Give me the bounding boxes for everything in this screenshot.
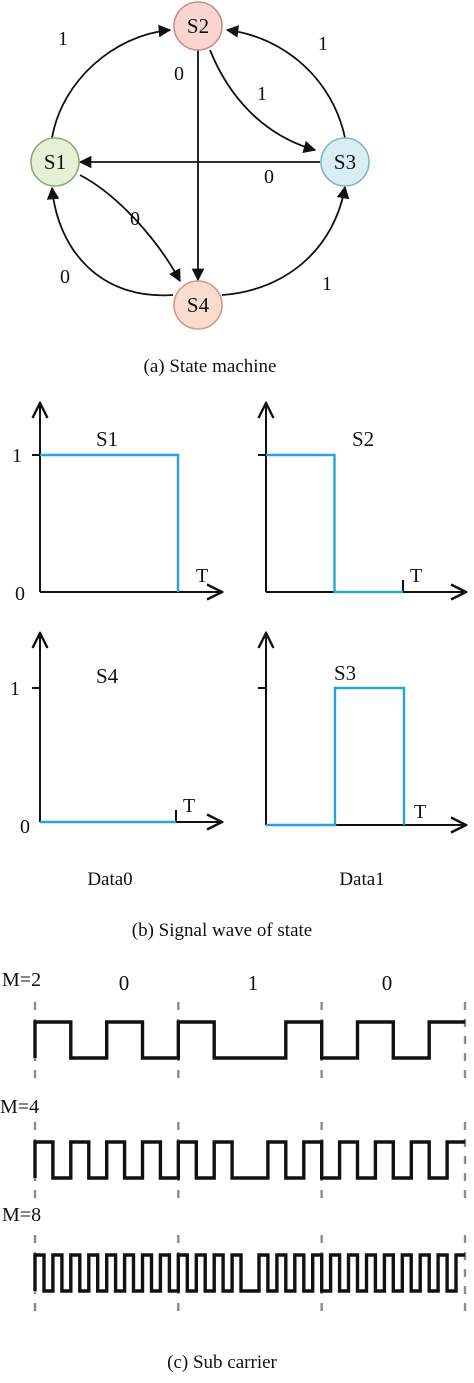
m-label-4: M=4	[0, 1096, 39, 1118]
state-s2: S2	[173, 1, 223, 51]
bit-label-2: 0	[382, 971, 393, 995]
caption-signal-wave: (b) Signal wave of state	[132, 920, 312, 941]
signal-waves: S1 1 0 T S2 T S4 1 0 T	[10, 403, 466, 941]
bit-boundaries	[33, 1002, 467, 1311]
edge-label-s1-s4: 0	[130, 208, 140, 230]
caption-state-machine: (a) State machine	[144, 356, 277, 377]
state-s4: S4	[173, 280, 223, 330]
t-label-s2: T	[410, 565, 422, 587]
edge-label-s4-s1: 0	[60, 266, 70, 288]
edge-s4-s1	[46, 186, 174, 297]
column-label-data1: Data1	[339, 869, 384, 890]
wave-panel-s4: S4 1 0 T	[10, 633, 222, 838]
m-label-8: M=8	[2, 1204, 41, 1226]
t-label-s4: T	[183, 795, 195, 817]
state-s3: S3	[320, 137, 370, 187]
edge-s4-s3	[221, 185, 350, 296]
carrier-wave-m4	[33, 1140, 465, 1180]
state-s1: S1	[30, 137, 80, 187]
y-tick-1-s4: 1	[10, 678, 20, 700]
wave-s2	[266, 453, 403, 594]
carrier-wave-m2	[33, 1020, 465, 1060]
caption-sub-carrier: (c) Sub carrier	[167, 1352, 277, 1373]
y-tick-1-s1: 1	[12, 445, 22, 467]
edge-s1-s2	[51, 24, 172, 139]
edge-label-s4-s3: 1	[322, 273, 332, 295]
svg-text:S2: S2	[187, 14, 209, 38]
y-tick-0-s1: 0	[15, 583, 25, 605]
y-tick-0-s4: 0	[20, 816, 30, 838]
edge-s2-s3	[209, 49, 317, 153]
wave-panel-s3: S3 T	[258, 633, 466, 825]
wave-s3	[266, 686, 406, 827]
bit-label-0: 0	[119, 971, 130, 995]
wave-s1	[40, 453, 180, 592]
column-label-data0: Data0	[87, 869, 132, 890]
edge-s3-s2	[225, 25, 346, 139]
svg-text:S4: S4	[187, 293, 210, 317]
svg-text:S3: S3	[334, 150, 356, 174]
t-label-s3: T	[414, 801, 426, 823]
wave-title-s4: S4	[96, 664, 119, 688]
svg-text:S1: S1	[44, 150, 66, 174]
wave-title-s1: S1	[96, 427, 118, 451]
edge-label-s3-s1: 0	[264, 166, 274, 188]
bit-label-1: 1	[248, 971, 259, 995]
wave-panel-s1: S1 1 0 T	[12, 403, 222, 605]
state-machine: 1 1 1 0 0 0 0 1 S1 S2 S3 S4 (a) State ma…	[30, 1, 370, 377]
sub-carrier: 0 1 0 M=2 M=4 M=8 (c) Sub carrier	[0, 969, 467, 1373]
carrier-wave-m8	[33, 1253, 465, 1293]
edge-s1-s4	[79, 174, 181, 283]
edge-label-s3-s2: 1	[318, 33, 328, 55]
edge-label-s1-s2: 1	[58, 28, 68, 50]
wave-panel-s2: S2 T	[258, 403, 466, 592]
edge-label-s2-s4: 0	[174, 63, 184, 85]
wave-title-s2: S2	[352, 427, 374, 451]
wave-title-s3: S3	[334, 661, 356, 685]
t-label-s1: T	[196, 565, 208, 587]
edge-label-s2-s3: 1	[257, 83, 267, 105]
m-label-2: M=2	[2, 969, 41, 991]
